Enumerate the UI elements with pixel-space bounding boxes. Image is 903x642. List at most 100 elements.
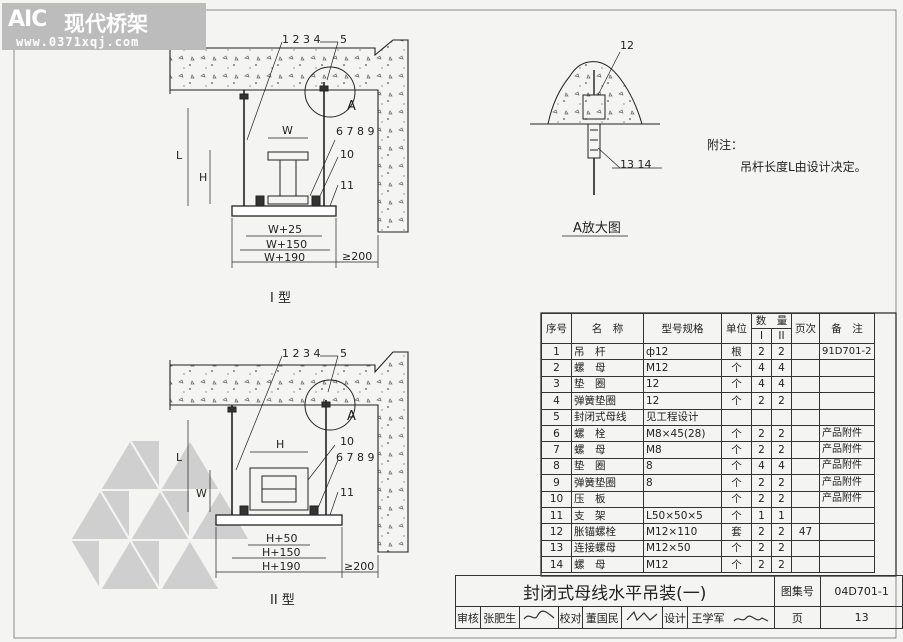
table-cell-remark: 产品附件 bbox=[819, 441, 875, 459]
notes-body: 吊杆长度L由设计决定。 bbox=[740, 160, 867, 174]
fig1-dim-h: H bbox=[199, 171, 208, 184]
table-cell-q1: 2 bbox=[751, 523, 772, 541]
header-qty: 数 量 bbox=[751, 313, 792, 329]
table-cell-q1: 2 bbox=[751, 539, 772, 558]
fig2-dim-w: W bbox=[196, 487, 207, 500]
table-cell-page: 47 bbox=[791, 523, 820, 541]
table-cell-page bbox=[791, 506, 820, 525]
table-cell-unit: 套 bbox=[721, 523, 752, 541]
title-block: 封闭式母线水平吊装(一) 图集号 04D701-1 审核 张肥生 校对 董国民 … bbox=[455, 575, 903, 629]
table-cell-remark: 产品附件 bbox=[819, 424, 875, 443]
fig2-callout-10: 10 bbox=[340, 435, 354, 448]
table-cell-q1: 2 bbox=[751, 490, 772, 508]
table-cell-q2: 2 bbox=[771, 392, 792, 410]
logo-url: www.0371xqj.com bbox=[16, 35, 140, 49]
table-cell-remark bbox=[819, 506, 875, 525]
table-cell-spec: M8×45(28) bbox=[643, 424, 722, 443]
atlas-label: 图集号 bbox=[773, 575, 822, 607]
fig1-dim-3: W+190 bbox=[264, 251, 306, 264]
table-cell-no: 2 bbox=[541, 359, 572, 377]
table-cell-q1: 2 bbox=[751, 392, 772, 410]
reviewer-signature bbox=[518, 606, 559, 629]
table-cell-remark bbox=[819, 375, 875, 394]
table-cell-spec: L50×50×5 bbox=[643, 506, 722, 525]
fig2-dim-3: H+190 bbox=[262, 560, 301, 573]
detail-caption: A放大图 bbox=[573, 221, 621, 236]
table-cell-q1: 1 bbox=[751, 506, 772, 525]
table-cell-no: 10 bbox=[541, 490, 572, 508]
table-cell-no: 7 bbox=[541, 441, 572, 459]
table-cell-page bbox=[791, 441, 820, 459]
fig2-wall-dim: ≥200 bbox=[344, 560, 375, 573]
checker-name: 董国民 bbox=[582, 606, 623, 629]
table-cell-page bbox=[791, 490, 820, 508]
table-cell-no: 12 bbox=[541, 523, 572, 541]
table-cell-remark: 91D701-2 bbox=[819, 342, 875, 361]
table-cell-unit: 个 bbox=[721, 424, 752, 443]
table-cell-q1 bbox=[751, 408, 772, 426]
table-cell-spec: 12 bbox=[643, 375, 722, 394]
drawing-title: 封闭式母线水平吊装(一) bbox=[455, 575, 775, 607]
reviewer-name: 张肥生 bbox=[479, 606, 520, 629]
table-cell-page bbox=[791, 556, 820, 574]
table-cell-unit: 个 bbox=[721, 375, 752, 394]
table-cell-spec: M12 bbox=[643, 556, 722, 574]
designer-signature-mark bbox=[733, 615, 768, 622]
table-cell-unit: 个 bbox=[721, 490, 752, 508]
table-cell-q1: 2 bbox=[751, 424, 772, 443]
table-cell-page bbox=[791, 539, 820, 558]
fig1-callout-5: 5 bbox=[340, 33, 347, 46]
fig1-dim-w: W bbox=[282, 124, 293, 137]
table-cell-q2: 2 bbox=[771, 342, 792, 361]
table-cell-name: 弹簧垫圈 bbox=[571, 474, 644, 492]
table-cell-no: 13 bbox=[541, 539, 572, 558]
table-cell-q1: 4 bbox=[751, 375, 772, 394]
table-cell-name: 吊 杆 bbox=[571, 342, 644, 361]
page-label: 页 bbox=[773, 606, 822, 629]
table-cell-q1: 4 bbox=[751, 457, 772, 476]
table-cell-name: 连接螺母 bbox=[571, 539, 644, 558]
table-cell-name: 螺 栓 bbox=[571, 424, 644, 443]
table-cell-no: 6 bbox=[541, 424, 572, 443]
table-cell-name: 螺 母 bbox=[571, 359, 644, 377]
table-cell-q2: 2 bbox=[771, 490, 792, 508]
checker-signature-mark bbox=[626, 610, 658, 622]
fig2-detail-ref: A bbox=[347, 409, 356, 424]
table-cell-page bbox=[791, 392, 820, 410]
header-no: 序号 bbox=[541, 313, 572, 344]
table-cell-spec: 8 bbox=[643, 474, 722, 492]
table-cell-remark: 产品附件 bbox=[819, 474, 875, 492]
notes-heading: 附注： bbox=[707, 138, 744, 152]
table-cell-q2: 4 bbox=[771, 375, 792, 394]
table-subheader-row: I II bbox=[542, 328, 875, 344]
fig1-wall-dim: ≥200 bbox=[342, 250, 373, 263]
table-cell-name: 胀锚螺栓 bbox=[571, 523, 644, 541]
table-cell-q1: 2 bbox=[751, 556, 772, 574]
table-cell-no: 5 bbox=[541, 408, 572, 426]
fig1-dim-1: W+25 bbox=[268, 223, 303, 236]
fig1-detail-ref: A bbox=[347, 99, 356, 114]
header-spec: 型号规格 bbox=[643, 313, 722, 344]
table-cell-page bbox=[791, 342, 820, 361]
table-cell-name: 封闭式母线 bbox=[571, 408, 644, 426]
table-cell-spec bbox=[643, 490, 722, 508]
table-cell-q2 bbox=[771, 408, 792, 426]
table-cell-q2: 2 bbox=[771, 474, 792, 492]
table-cell-name: 支 架 bbox=[571, 506, 644, 525]
table-cell-page bbox=[791, 375, 820, 394]
checker-signature bbox=[621, 606, 664, 629]
fig2-dim-h: H bbox=[276, 438, 285, 451]
table-cell-unit: 个 bbox=[721, 441, 752, 459]
fig2-dim-1: H+50 bbox=[266, 532, 298, 545]
triangle-watermark bbox=[68, 438, 252, 594]
table-cell-spec: ф12 bbox=[643, 342, 722, 361]
